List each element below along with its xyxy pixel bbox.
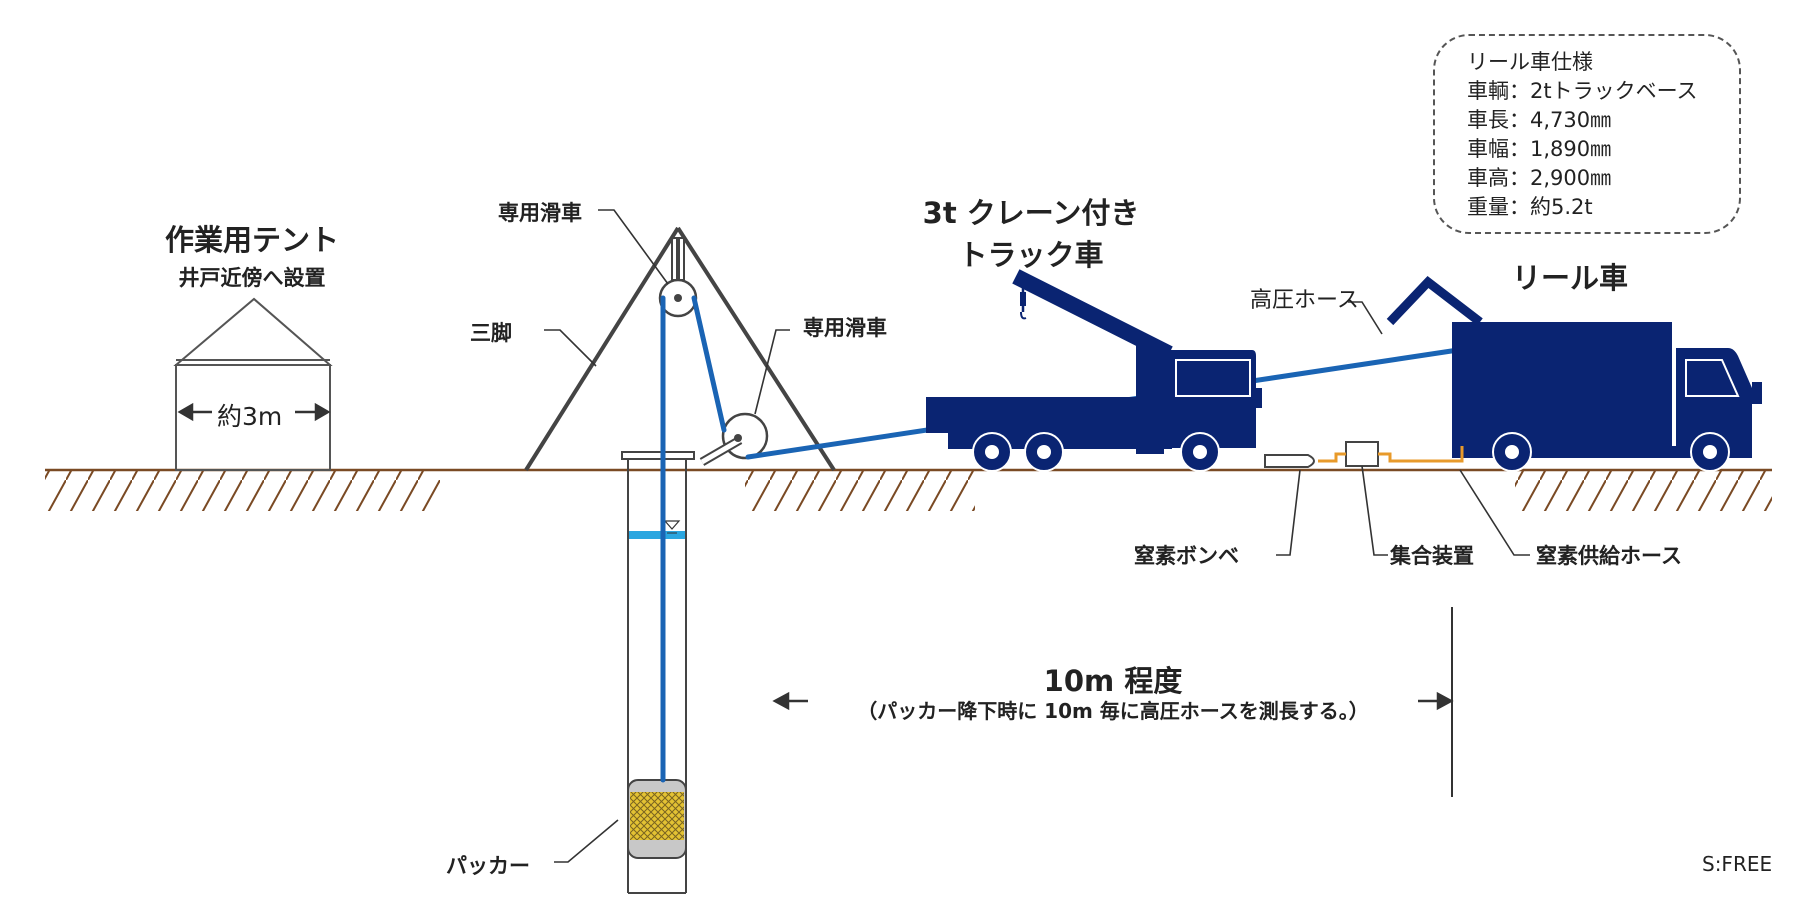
crane-truck: [926, 269, 1262, 472]
scale-label: S:FREE: [1702, 852, 1773, 876]
ground: [45, 468, 1772, 511]
tent-subtitle: 井戸近傍へ設置: [178, 266, 326, 290]
high-pressure-hose-label: 高圧ホース: [1250, 288, 1359, 313]
work-tent: [173, 297, 333, 471]
crane-truck-title-line1: 3t クレーン付き: [922, 196, 1140, 230]
nitrogen-supply-hose: [1318, 446, 1464, 463]
distance-note: （パッカー降下時に 10m 毎に高圧ホースを測長する。）: [857, 699, 1369, 723]
nitrogen-cylinder-label: 窒素ボンベ: [1134, 544, 1239, 568]
tripod-label: 三脚: [470, 321, 512, 345]
spec-line: 車幅：1,890㎜: [1467, 137, 1612, 161]
spec-line: 車輌：2tトラックベース: [1467, 79, 1698, 103]
leader-lines: [544, 209, 1530, 863]
distance-main-label: 10m 程度: [1043, 664, 1183, 698]
top-pulley-icon: [658, 278, 698, 318]
nitrogen-cylinder: [1264, 454, 1315, 468]
crane-truck-title-line2: トラック車: [958, 238, 1104, 272]
manifold-label: 集合装置: [1390, 544, 1474, 568]
nitrogen-supply-hose-label: 窒素供給ホース: [1536, 544, 1682, 568]
tent-width-label: 約3m: [217, 402, 283, 431]
spec-line: 車高：2,900㎜: [1467, 166, 1612, 190]
side-pulley-icon: [699, 412, 769, 466]
packer-device: [627, 779, 687, 859]
reel-truck: [1386, 275, 1762, 472]
spec-line: 車長：4,730㎜: [1467, 108, 1612, 132]
spec-title: リール車仕様: [1467, 50, 1593, 74]
manifold-unit: [1345, 441, 1379, 467]
water-level: [629, 531, 685, 539]
tent-title: 作業用テント: [164, 223, 340, 257]
water-level-marker-icon: [663, 520, 681, 530]
top-pulley-label: 専用滑車: [498, 201, 582, 225]
distance-arrows: [772, 607, 1454, 797]
side-pulley-label: 専用滑車: [803, 316, 887, 340]
spec-line: 重量：約5.2t: [1467, 195, 1593, 219]
reel-truck-spec-box: リール車仕様 車輌：2tトラックベース 車長：4,730㎜ 車幅：1,890㎜ …: [1433, 34, 1741, 234]
reel-truck-title: リール車: [1512, 261, 1629, 295]
packer-label: パッカー: [446, 854, 530, 878]
tent-width-arrows: [177, 402, 331, 422]
tripod: [524, 226, 836, 472]
